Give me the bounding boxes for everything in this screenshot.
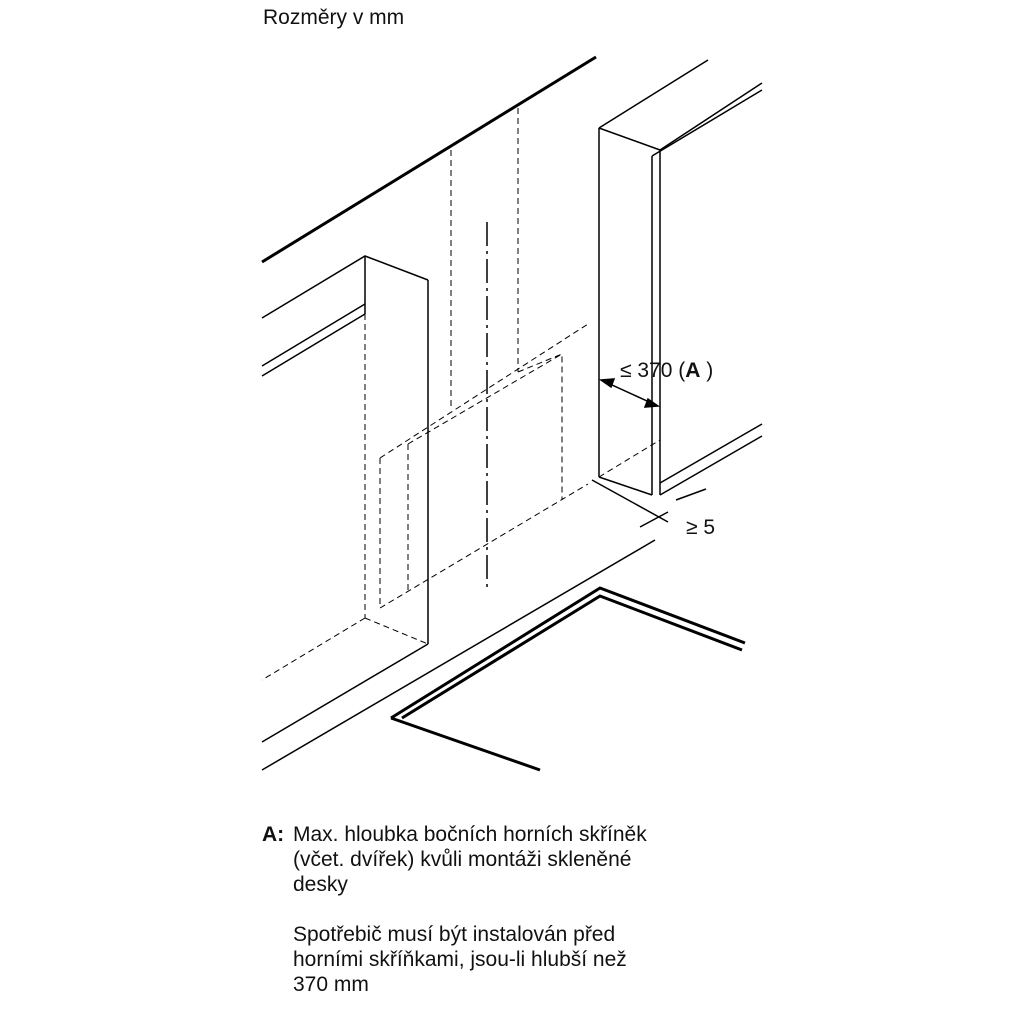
right-wall-cabinet: [598, 59, 763, 496]
cooktop-outline: [390, 586, 746, 772]
legend-line-1: Max. hloubka bočních horních skříněk: [293, 823, 647, 846]
left-wall-cabinet: [261, 255, 429, 743]
dimension-gap-label: ≥ 5: [686, 516, 716, 539]
ceiling-edge: [261, 55, 597, 264]
legend-body: Max. hloubka bočních horních skříněk (vč…: [293, 822, 753, 997]
legend-line-3: desky: [293, 873, 348, 896]
left-cabinet-hidden-edges: [261, 314, 429, 681]
legend-note-line-2: horními skříňkami, jsou-li hlubší než: [293, 948, 627, 971]
right-cabinet-hidden-edges: [598, 439, 661, 478]
legend-note-line-3: 370 mm: [293, 973, 369, 996]
hood-chimney-hidden: [379, 108, 589, 609]
dimension-a-suffix: ): [700, 359, 714, 382]
units-label: Rozměry v mm: [263, 6, 405, 29]
legend-key: A:: [262, 823, 285, 846]
dimension-a-ref: A: [685, 359, 701, 382]
dimension-a-lines: [598, 378, 661, 408]
worktop-edges: [261, 539, 656, 771]
legend-note-line-1: Spotřebič musí být instalován před: [293, 923, 616, 946]
dimension-a-prefix: ≤ 370 (: [620, 359, 686, 382]
dimension-a-label: ≤ 370 (A ): [620, 359, 713, 383]
dimension-gap-lines: [591, 479, 707, 528]
legend-line-2: (včet. dvířek) kvůli montáži skleněné: [293, 848, 632, 871]
